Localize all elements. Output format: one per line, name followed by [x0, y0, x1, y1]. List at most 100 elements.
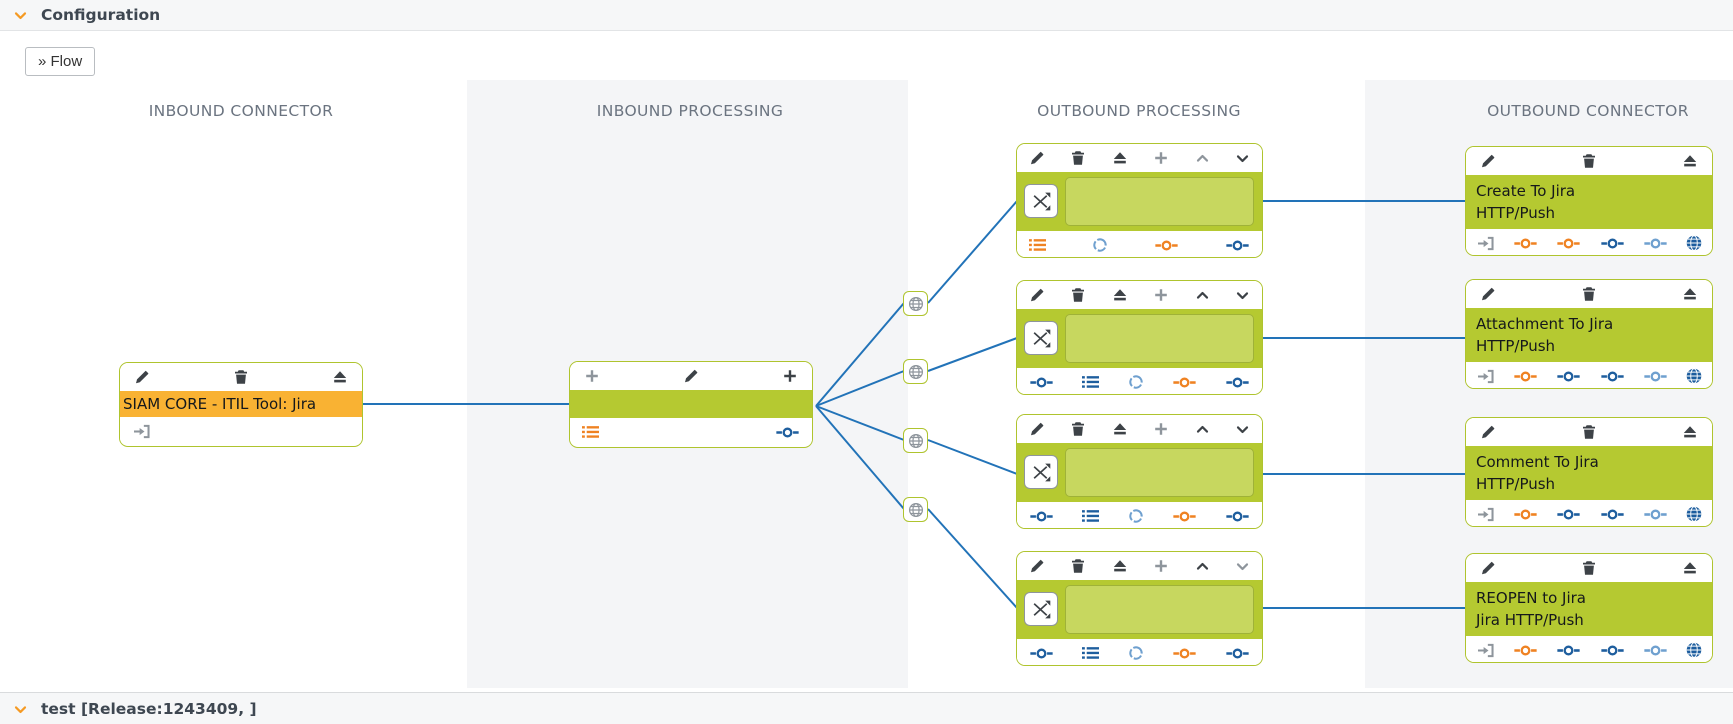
inbound-connector-title[interactable]: SIAM CORE - ITIL Tool: Jira — [120, 391, 362, 417]
pipe-port[interactable] — [1600, 508, 1625, 521]
flow-button[interactable]: » Flow — [25, 47, 96, 76]
add-button[interactable] — [1153, 150, 1169, 166]
pipe-port[interactable] — [1172, 376, 1197, 389]
list-button[interactable] — [582, 425, 599, 439]
edit-button[interactable] — [683, 368, 699, 384]
mapping-area[interactable] — [1065, 314, 1254, 363]
outbound-connector-title[interactable]: Comment To Jira HTTP/Push — [1466, 446, 1712, 500]
edit-button[interactable] — [1029, 150, 1045, 166]
list-button[interactable] — [1029, 238, 1046, 252]
delete-button[interactable] — [1581, 286, 1597, 302]
loop-button[interactable] — [1092, 237, 1108, 253]
edit-button[interactable] — [1480, 153, 1496, 169]
globe-port-3[interactable] — [903, 428, 928, 453]
outbound-connector-title[interactable]: Attachment To Jira HTTP/Push — [1466, 308, 1712, 362]
pipe-port[interactable] — [1556, 237, 1581, 250]
pipe-port[interactable] — [1513, 237, 1538, 250]
edit-button[interactable] — [1480, 286, 1496, 302]
delete-button[interactable] — [1581, 153, 1597, 169]
outbound-connector-title[interactable]: REOPEN to Jira Jira HTTP/Push — [1466, 582, 1712, 636]
inbound-port[interactable] — [132, 424, 151, 439]
add-left-button[interactable] — [584, 368, 600, 384]
pipe-port[interactable] — [1154, 239, 1179, 252]
shuffle-button[interactable] — [1024, 184, 1058, 218]
pipe-port[interactable] — [1225, 376, 1250, 389]
delete-button[interactable] — [233, 369, 249, 385]
globe-port-4[interactable] — [903, 497, 928, 522]
move-down-button[interactable] — [1235, 151, 1250, 166]
pipe-port[interactable] — [1513, 508, 1538, 521]
pipe-port[interactable] — [1172, 510, 1197, 523]
pipe-port[interactable] — [1225, 239, 1250, 252]
eject-button[interactable] — [1112, 421, 1128, 437]
shuffle-button[interactable] — [1024, 321, 1058, 355]
pipe-port[interactable] — [1643, 508, 1668, 521]
pipe-port[interactable] — [1513, 370, 1538, 383]
shuffle-button[interactable] — [1024, 592, 1058, 626]
move-up-button[interactable] — [1195, 422, 1210, 437]
mapping-area[interactable] — [1065, 177, 1254, 226]
collapse-chevron-icon[interactable] — [13, 702, 27, 716]
delete-button[interactable] — [1070, 558, 1086, 574]
globe-port-1[interactable] — [903, 291, 928, 316]
eject-button[interactable] — [1112, 287, 1128, 303]
move-up-button[interactable] — [1195, 151, 1210, 166]
edit-button[interactable] — [1480, 560, 1496, 576]
outbound-connector-title[interactable]: Create To Jira HTTP/Push — [1466, 175, 1712, 229]
web-port[interactable] — [1686, 368, 1702, 384]
list-button[interactable] — [1082, 509, 1100, 523]
edit-button[interactable] — [1480, 424, 1496, 440]
edit-button[interactable] — [134, 369, 150, 385]
pipe-port[interactable] — [1556, 644, 1581, 657]
add-button[interactable] — [1153, 287, 1169, 303]
web-port[interactable] — [1686, 506, 1702, 522]
delete-button[interactable] — [1581, 424, 1597, 440]
globe-port-2[interactable] — [903, 359, 928, 384]
inbound-port[interactable] — [1476, 369, 1495, 384]
eject-button[interactable] — [1112, 150, 1128, 166]
pipe-port[interactable] — [1643, 370, 1668, 383]
pipe-port[interactable] — [1556, 508, 1581, 521]
pipe-port[interactable] — [1225, 510, 1250, 523]
eject-button[interactable] — [1682, 153, 1698, 169]
web-port[interactable] — [1686, 642, 1702, 658]
list-button[interactable] — [1082, 375, 1100, 389]
move-down-button[interactable] — [1235, 559, 1250, 574]
eject-button[interactable] — [1682, 560, 1698, 576]
move-up-button[interactable] — [1195, 559, 1210, 574]
list-button[interactable] — [1082, 646, 1100, 660]
eject-button[interactable] — [1682, 286, 1698, 302]
pipe-port[interactable] — [1643, 237, 1668, 250]
eject-button[interactable] — [1682, 424, 1698, 440]
mapping-area[interactable] — [1065, 448, 1254, 497]
move-down-button[interactable] — [1235, 288, 1250, 303]
delete-button[interactable] — [1070, 421, 1086, 437]
loop-button[interactable] — [1128, 374, 1144, 390]
edit-button[interactable] — [1029, 287, 1045, 303]
pipe-port[interactable] — [1556, 370, 1581, 383]
pipe-port[interactable] — [1225, 647, 1250, 660]
pipe-port[interactable] — [1029, 376, 1054, 389]
pipe-port[interactable] — [1172, 647, 1197, 660]
delete-button[interactable] — [1581, 560, 1597, 576]
add-button[interactable] — [1153, 558, 1169, 574]
delete-button[interactable] — [1070, 287, 1086, 303]
pipe-port[interactable] — [1600, 237, 1625, 250]
inbound-port[interactable] — [1476, 507, 1495, 522]
pipe-port[interactable] — [1513, 644, 1538, 657]
web-port[interactable] — [1686, 235, 1702, 251]
pipe-port[interactable] — [1029, 510, 1054, 523]
shuffle-button[interactable] — [1024, 455, 1058, 489]
processing-bar[interactable] — [570, 390, 812, 418]
eject-button[interactable] — [1112, 558, 1128, 574]
pipe-port[interactable] — [1643, 644, 1668, 657]
pipe-port[interactable] — [1029, 647, 1054, 660]
add-right-button[interactable] — [782, 368, 798, 384]
inbound-port[interactable] — [1476, 236, 1495, 251]
pipe-port[interactable] — [1600, 644, 1625, 657]
move-down-button[interactable] — [1235, 422, 1250, 437]
edit-button[interactable] — [1029, 558, 1045, 574]
inbound-port[interactable] — [1476, 643, 1495, 658]
eject-button[interactable] — [332, 369, 348, 385]
loop-button[interactable] — [1128, 645, 1144, 661]
